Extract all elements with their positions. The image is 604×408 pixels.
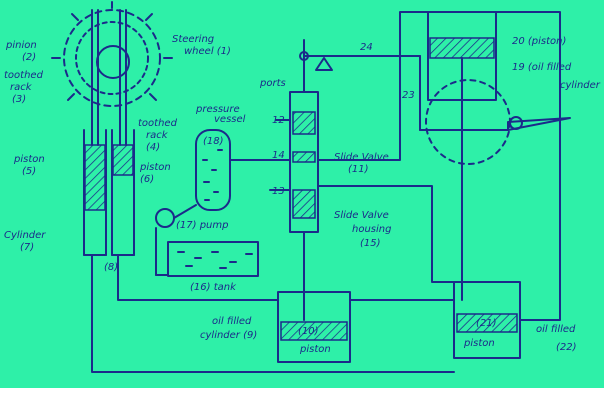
label-rack-num: (3) xyxy=(12,94,26,105)
label-piston10: (10) xyxy=(298,326,319,337)
label-housing: housing xyxy=(352,224,391,235)
piston-20 xyxy=(429,37,495,59)
label-port12: 12 xyxy=(272,115,285,126)
piston-21 xyxy=(456,313,518,333)
label-cylinder22: (22) xyxy=(556,342,577,353)
label-cylinder8: (8) xyxy=(104,262,118,273)
piston-6 xyxy=(112,144,134,176)
slide-valve-housing xyxy=(229,39,319,321)
pressure-vessel xyxy=(195,129,231,211)
steering-wheel xyxy=(51,1,173,107)
label-piston10-label: piston xyxy=(299,344,331,355)
label-vessel-num: (18) xyxy=(203,136,224,147)
label-cylinder-mid: cylinder (9) xyxy=(200,330,257,341)
label-piston20: 20 (piston) xyxy=(512,36,566,47)
label-port14: 14 xyxy=(272,150,285,161)
label-pinion: pinion xyxy=(5,40,37,51)
label-tank: (16) tank xyxy=(190,282,237,293)
label-piston-mid-num: (6) xyxy=(140,174,154,185)
label-cylinder: Cylinder xyxy=(4,230,46,241)
label-piston-left: piston xyxy=(13,154,45,165)
label-piston-left-num: (5) xyxy=(22,166,36,177)
label-piston-mid: piston xyxy=(139,162,171,173)
label-slide-valve-num: (11) xyxy=(348,164,369,175)
label-port13: 13 xyxy=(272,186,285,197)
cylinder-8 xyxy=(111,9,135,256)
label-link23: 23 xyxy=(402,90,415,101)
pump xyxy=(155,204,197,276)
label-ports: ports xyxy=(259,78,286,89)
label-rack2-num: (4) xyxy=(146,142,160,153)
slide-valve-land-bottom xyxy=(292,189,316,219)
piston-10 xyxy=(280,321,348,341)
label-rack2: rack xyxy=(146,130,169,141)
label-piston21: (21) xyxy=(476,318,497,329)
label-pump: (17) pump xyxy=(176,220,228,231)
cylinder-19 xyxy=(419,11,509,301)
cylinder-9 xyxy=(277,291,351,363)
label-slide-valve: Slide Valve xyxy=(334,152,389,163)
labels: pinion (2) Steering wheel (1) toothed ra… xyxy=(4,34,601,355)
cylinder-7 xyxy=(83,9,107,256)
label-housing-num: (15) xyxy=(360,238,381,249)
label-vessel: vessel xyxy=(214,114,246,125)
pipes xyxy=(91,11,561,373)
tiller-arm xyxy=(425,79,571,165)
label-steering-wheel: wheel (1) xyxy=(184,46,231,57)
label-toothed: toothed xyxy=(4,70,44,81)
slide-valve-land-top xyxy=(292,111,316,135)
label-cylinder19: cylinder xyxy=(560,80,601,91)
label-oil-filled-right: oil filled xyxy=(536,324,576,335)
tank xyxy=(167,241,259,277)
label-oil-filled-19: 19 (oil filled xyxy=(512,62,572,73)
label-steering: Steering xyxy=(172,34,214,45)
label-pinion-num: (2) xyxy=(22,52,36,63)
label-cylinder-num: (7) xyxy=(20,242,34,253)
label-slide-valve-housing: Slide Valve xyxy=(334,210,389,221)
piston-5 xyxy=(84,144,106,211)
cylinder-22 xyxy=(453,281,521,359)
label-pressure: pressure xyxy=(195,104,240,115)
slide-valve-land-mid xyxy=(292,151,316,163)
label-toothed2: toothed xyxy=(138,118,178,129)
label-rack: rack xyxy=(10,82,33,93)
label-link24: 24 xyxy=(360,42,373,53)
label-oil-filled-mid: oil filled xyxy=(212,316,252,327)
bottom-border xyxy=(0,388,604,408)
label-piston21-label: piston xyxy=(463,338,495,349)
